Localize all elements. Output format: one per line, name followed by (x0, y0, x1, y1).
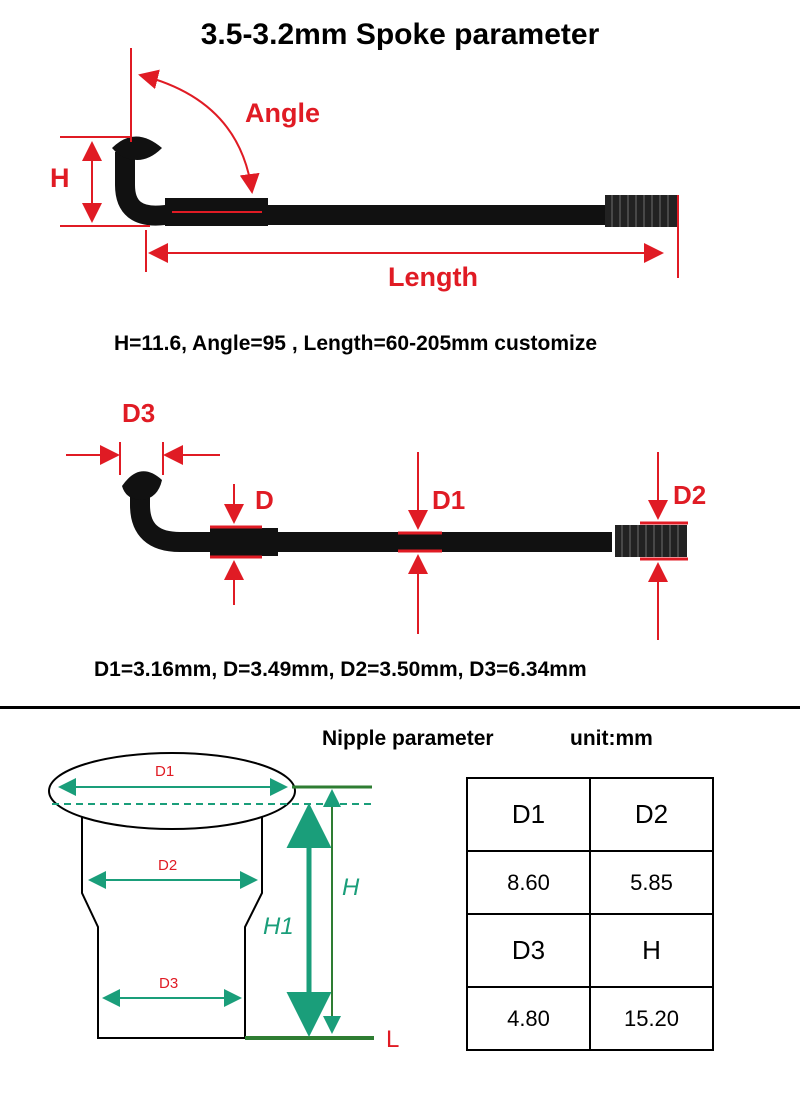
table-cell: D2 (589, 776, 714, 853)
table-cell: D1 (466, 776, 591, 853)
table-row: D3 H (466, 912, 714, 989)
nipple-body-outline (81, 815, 263, 1039)
table-row: 8.60 5.85 (466, 850, 714, 915)
d3-label: D3 (122, 398, 156, 428)
nipple-h-label: H (342, 874, 360, 901)
nipple-l-label: L (386, 1026, 400, 1053)
d-label: D (255, 485, 274, 515)
h-label: H (50, 163, 70, 193)
angle-label: Angle (245, 98, 321, 128)
spoke-thread-2 (615, 525, 687, 557)
d1-label: D1 (432, 485, 466, 515)
table-cell: 15.20 (589, 986, 714, 1051)
table-row: 4.80 15.20 (466, 986, 714, 1051)
nipple-d2-label: D2 (158, 857, 178, 874)
spoke-length-diagram (60, 48, 688, 640)
nipple-d1-label: D1 (155, 763, 175, 780)
nipple-heading: Nipple parameter (322, 727, 494, 750)
spoke-diameter-view (122, 471, 688, 561)
length-label: Length (388, 262, 478, 292)
spoke-butt-section-2 (210, 528, 278, 556)
nipple-h1-label: H1 (263, 913, 294, 940)
table-cell: H (589, 912, 714, 989)
nipple-d3-label: D3 (159, 975, 179, 992)
spoke-diameter-spec: D1=3.16mm, D=3.49mm, D2=3.50mm, D3=6.34m… (94, 658, 587, 681)
nipple-parameter-table: D1 D2 8.60 5.85 D3 H 4.80 15.20 (466, 776, 714, 1051)
table-cell: 8.60 (466, 850, 591, 915)
angle-arc-arrow (138, 69, 260, 194)
d2-label: D2 (673, 480, 707, 510)
spoke-length-spec: H=11.6, Angle=95 , Length=60-205mm custo… (114, 332, 597, 355)
table-cell: 4.80 (466, 986, 591, 1051)
table-cell: 5.85 (589, 850, 714, 915)
spoke-thread (605, 195, 677, 227)
section-divider (0, 706, 800, 709)
nipple-unit: unit:mm (570, 727, 653, 750)
table-cell: D3 (466, 912, 591, 989)
page-title: 3.5-3.2mm Spoke parameter (200, 18, 600, 51)
table-row: D1 D2 (466, 776, 714, 853)
